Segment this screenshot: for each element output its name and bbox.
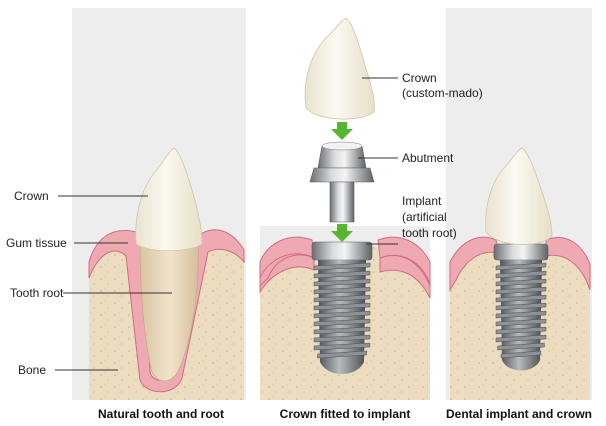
caption-natural-tooth: Natural tooth and root [98,407,224,421]
captions: Natural tooth and root Crown fitted to i… [98,407,592,421]
label-tooth-root: Tooth root [10,286,64,300]
label-gum-tissue: Gum tissue [6,236,67,250]
label-implant-line3: tooth root) [402,226,457,240]
arrow-down-icon [331,122,353,140]
label-crown: Crown [14,189,49,203]
label-abutment: Abutment [402,151,454,165]
label-implant-line1: Implant [402,194,442,208]
label-implant-line2: (artificial [402,210,447,224]
crown-custom-shape [305,18,374,119]
label-bone: Bone [18,363,46,377]
label-crown-custom-line1: Crown [402,71,437,85]
implant-head [312,242,372,260]
abutment-shape [310,142,374,222]
label-crown-custom-line2: (custom-mado) [402,86,483,100]
panel-natural-tooth [72,8,246,400]
implant-head-3 [494,244,548,260]
panel-dental-implant-and-crown [446,8,592,400]
caption-dental-implant: Dental implant and crown [446,407,592,421]
caption-crown-fitted: Crown fitted to implant [280,407,411,421]
